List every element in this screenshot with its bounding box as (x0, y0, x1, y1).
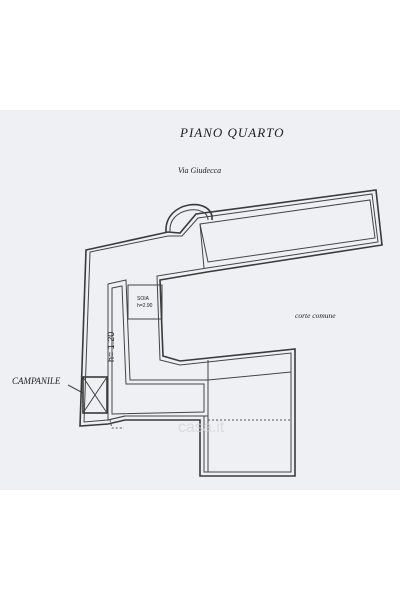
small-room (127, 284, 163, 320)
watermark: casa.it (178, 419, 225, 436)
campanile-label: CAMPANILE (12, 376, 61, 386)
courtyard-label: corte comune (295, 311, 336, 320)
bay-window (165, 203, 213, 233)
room-height: h=2.90 (137, 303, 153, 309)
campanile-square (82, 376, 108, 414)
plan-title: PIANO QUARTO (179, 125, 285, 140)
campanile-leader (67, 384, 84, 394)
room-label: SOIA (137, 296, 150, 302)
height-note: h= 1.20 (106, 332, 116, 362)
outer-wall (79, 189, 383, 477)
upper-wing-room (199, 199, 376, 263)
right-block (207, 360, 292, 472)
street-label: Via Giudecca (178, 166, 221, 175)
